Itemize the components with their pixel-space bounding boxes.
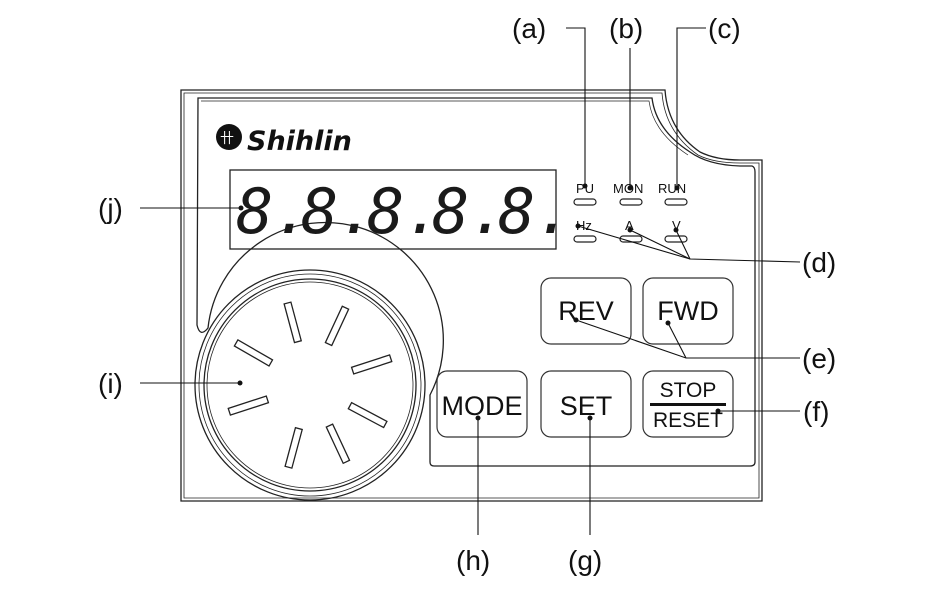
brand-logo: 卄 Shihlin xyxy=(216,124,352,157)
display-digit: 8. xyxy=(432,175,507,248)
callout-e: (e) xyxy=(802,343,836,374)
panel-inner-outline xyxy=(196,97,756,467)
callout-h: (h) xyxy=(456,545,490,576)
stop-reset-divider xyxy=(650,403,726,406)
dial-tick-mark xyxy=(233,339,274,367)
stop-label: STOP xyxy=(660,379,717,402)
display-digit: 8. xyxy=(367,175,442,248)
fwd-button[interactable] xyxy=(642,277,734,345)
display-digit: 8. xyxy=(236,175,311,248)
callout-i: (i) xyxy=(98,368,123,399)
indicator-pu-label: PU xyxy=(576,181,594,196)
callout-g: (g) xyxy=(568,545,602,576)
display-window xyxy=(229,169,557,250)
leader-lines xyxy=(140,27,801,535)
callout-c: (c) xyxy=(708,13,741,44)
led-v xyxy=(664,235,688,243)
dial-tick-mark xyxy=(284,426,304,469)
logo-mark-icon: 卄 xyxy=(220,130,234,146)
callout-f: (f) xyxy=(803,396,829,427)
dial-tick-mark xyxy=(283,301,303,344)
callout-d: (d) xyxy=(802,247,836,278)
seven-segment-display: 8. 8. 8. 8. 8. xyxy=(236,175,573,248)
indicator-a-label: A xyxy=(625,218,634,233)
rev-label: REV xyxy=(558,296,614,326)
indicator-v-label: V xyxy=(672,218,681,233)
dial-tick-mark xyxy=(227,395,270,416)
callout-j: (j) xyxy=(98,193,123,224)
display-digit: 8. xyxy=(301,175,376,248)
reset-label: RESET xyxy=(653,409,723,432)
set-label: SET xyxy=(560,391,613,421)
display-digit: 8. xyxy=(498,175,573,248)
dial-tick-mark xyxy=(325,423,351,465)
rev-button[interactable] xyxy=(540,277,632,345)
led-mon xyxy=(619,198,643,206)
callout-b: (b) xyxy=(609,13,643,44)
led-pu xyxy=(573,198,597,206)
set-button[interactable] xyxy=(540,370,632,438)
indicator-run-label: RUN xyxy=(658,181,686,196)
mode-button[interactable] xyxy=(436,370,528,438)
dial-tick-mark xyxy=(347,401,388,429)
stop-reset-button[interactable] xyxy=(642,370,734,438)
panel-outer-outline xyxy=(180,89,763,502)
dial-tick-mark xyxy=(324,305,350,347)
led-run xyxy=(664,198,688,206)
callout-a: (a) xyxy=(512,13,546,44)
dial-tick-mark xyxy=(350,354,393,375)
brand-name: Shihlin xyxy=(247,126,352,157)
mode-label: MODE xyxy=(442,391,523,421)
status-indicators: PU MON RUN Hz A V xyxy=(573,181,688,243)
led-hz xyxy=(573,235,597,243)
jog-dial[interactable] xyxy=(194,269,426,501)
